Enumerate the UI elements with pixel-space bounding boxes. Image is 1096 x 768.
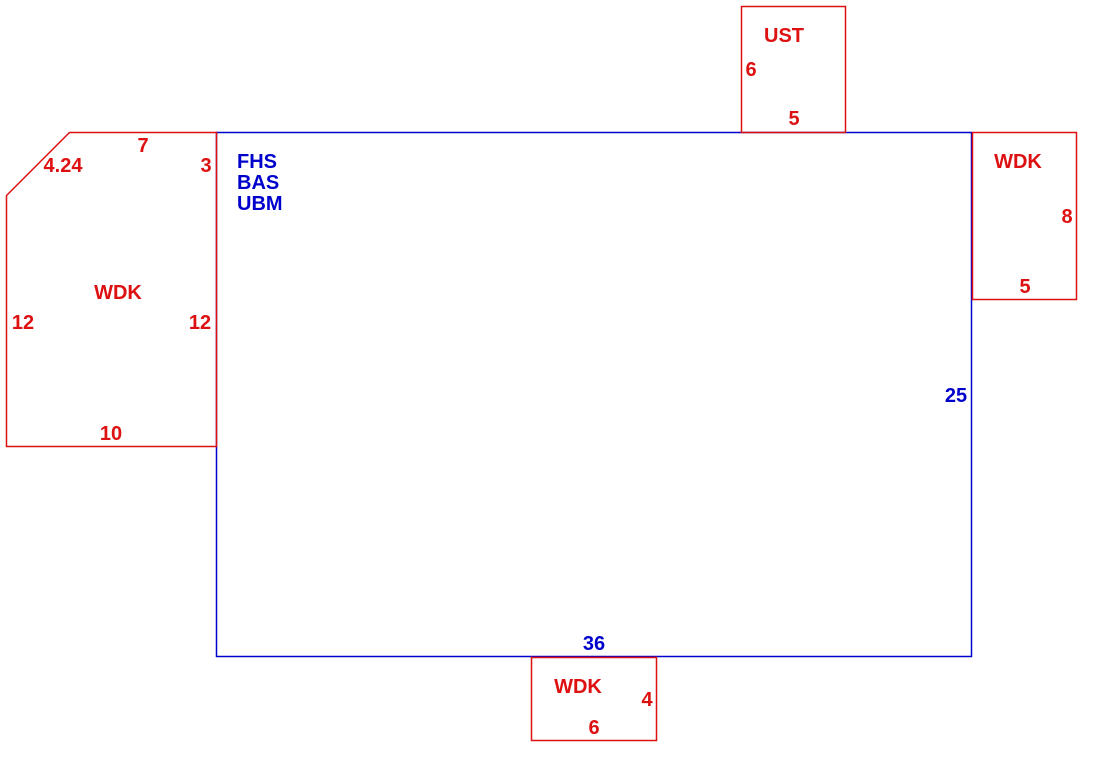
wdk-right-side-label: 8 <box>1061 206 1072 228</box>
main-area-code-bas: BAS <box>237 172 279 194</box>
wdk-left-right-top-label: 3 <box>200 155 211 177</box>
ust-top-side-label: 6 <box>745 59 756 81</box>
main-area-code-fhs: FHS <box>237 151 277 173</box>
ust-top-bottom-label: 5 <box>788 108 799 130</box>
ust-top-outline <box>740 5 847 134</box>
wdk-left-top-label: 7 <box>137 135 148 157</box>
main-area-outline <box>215 131 973 658</box>
ust-top-code: UST <box>764 25 804 47</box>
wdk-left-diagonal-label: 4.24 <box>44 155 84 177</box>
wdk-bottom-code: WDK <box>554 676 602 698</box>
wdk-left-right-label: 12 <box>189 312 211 334</box>
wdk-bottom-outline <box>530 656 658 742</box>
main-area-code-ubm: UBM <box>237 193 283 215</box>
wdk-left-outline <box>5 131 218 448</box>
wdk-bottom-bottom-label: 6 <box>588 717 599 739</box>
wdk-left-bottom-label: 10 <box>100 423 122 445</box>
wdk-right-outline <box>971 131 1078 301</box>
wdk-right-bottom-label: 5 <box>1019 276 1030 298</box>
main-area-depth-label: 25 <box>945 385 967 407</box>
wdk-left-code: WDK <box>94 282 142 304</box>
main-area-width-label: 36 <box>583 633 605 655</box>
wdk-left-left-label: 12 <box>12 312 34 334</box>
wdk-right-code: WDK <box>994 151 1042 173</box>
wdk-bottom-side-label: 4 <box>641 689 653 711</box>
